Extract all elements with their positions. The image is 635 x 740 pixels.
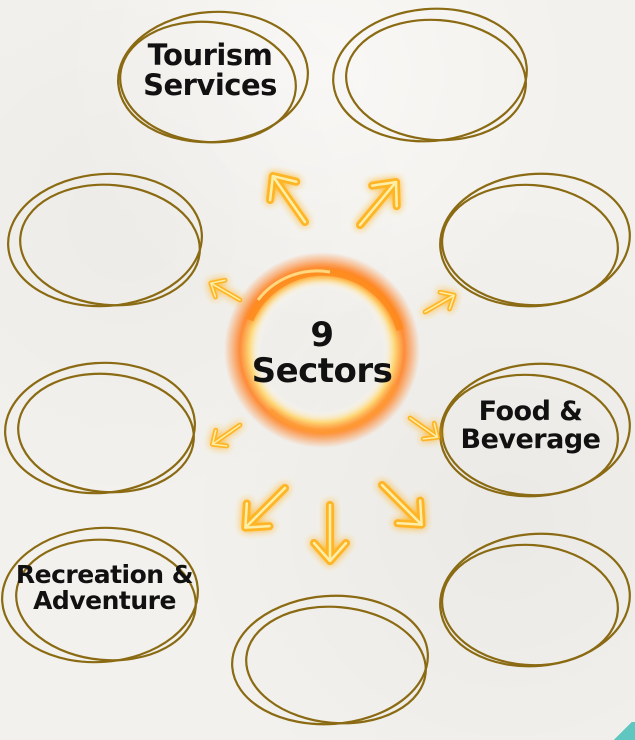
sector-label-line2: Beverage <box>460 424 601 456</box>
center-word: Sectors <box>251 350 393 391</box>
sector-circle-6 <box>439 362 631 498</box>
sector-label-line2: Services <box>143 68 277 103</box>
center-number: 9 <box>310 315 334 355</box>
corner-fold-icon <box>611 722 635 740</box>
center-label: 9 Sectors <box>247 315 397 391</box>
sector-label-line1: Tourism <box>147 38 273 72</box>
sector-circle-7 <box>1 526 199 664</box>
sector-label-line1: Food & <box>478 396 583 427</box>
sector-circle-3 <box>7 172 203 308</box>
center-sun-ring <box>224 252 420 448</box>
sector-label-line1: Recreation & <box>15 560 194 589</box>
sector-circle-1 <box>117 10 309 144</box>
sector-circle-8 <box>231 594 429 726</box>
sector-circle-4 <box>439 172 631 308</box>
sector-circle-5 <box>4 361 196 495</box>
sector-label-line2: Adventure <box>33 586 176 616</box>
sector-circle-9 <box>439 532 631 668</box>
sector-circle-2 <box>332 7 528 143</box>
sector-label-tourism-services: Tourism Services <box>130 40 290 101</box>
sector-label-food-beverage: Food & Beverage <box>448 396 613 456</box>
sector-label-recreation-adventure: Recreation & Adventure <box>2 560 207 616</box>
